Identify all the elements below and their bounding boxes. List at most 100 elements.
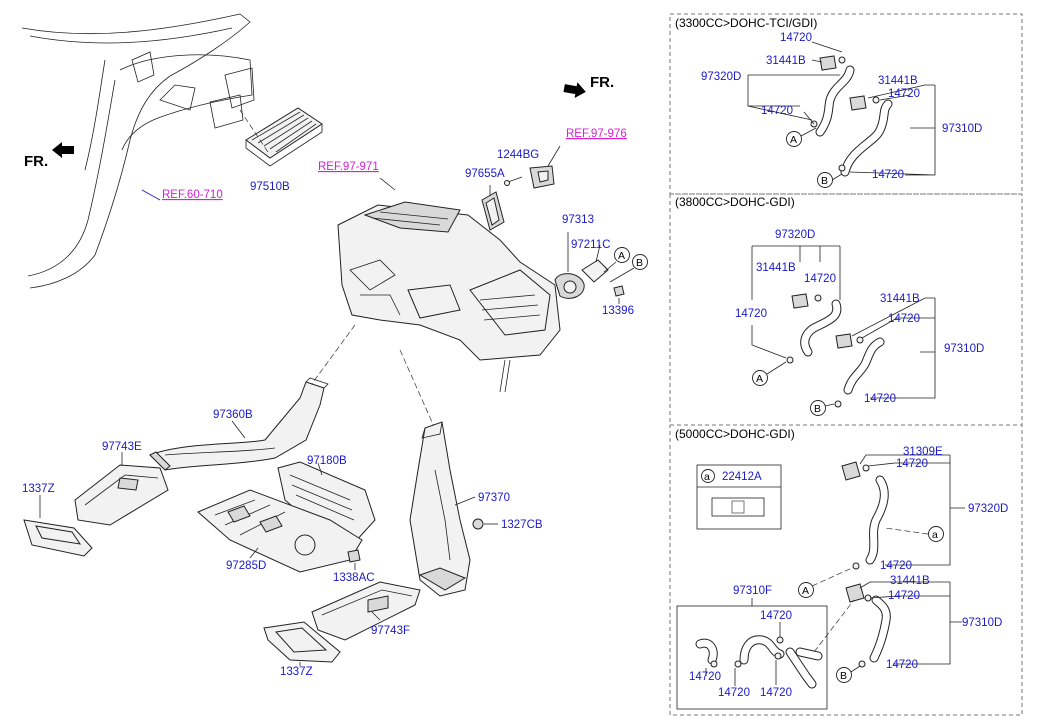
svg-text:A: A [618, 250, 625, 262]
panel1-title: (3300CC>DOHC-TCI/GDI) [675, 16, 817, 30]
label-97360b: 97360B [213, 409, 253, 421]
panel3-dash-A [811, 567, 853, 587]
actuator-97211c[interactable] [581, 259, 609, 283]
label-1337z-bottom: 1337Z [280, 666, 313, 678]
bracket[interactable] [529, 165, 555, 189]
actuator-97313[interactable] [554, 273, 585, 299]
label-1338ac: 1338AC [333, 572, 375, 584]
panel1-clip[interactable] [810, 56, 880, 172]
panel2-label-14720-a: 14720 [804, 273, 836, 285]
svg-text:A: A [790, 134, 797, 146]
panel2-hose-97310d[interactable] [843, 337, 885, 395]
panel3-title: (5000CC>DOHC-GDI) [675, 427, 795, 441]
panel1-label-31441b-b: 31441B [878, 75, 918, 87]
panel2-label-14720-l: 14720 [735, 308, 767, 320]
svg-text:a: a [932, 529, 938, 541]
panel3-clip[interactable] [852, 464, 872, 668]
svg-text:A: A [756, 373, 763, 385]
panel3-label-14720-f: 14720 [689, 671, 721, 683]
panel3-label-14720-c: 14720 [760, 610, 792, 622]
vent-grille-1337z-left[interactable] [23, 519, 93, 557]
clip-1327cb[interactable] [472, 518, 484, 530]
panel3-fitting-31441b[interactable] [845, 583, 865, 603]
panel3-subbox-clips[interactable] [710, 636, 784, 668]
leader-97285d [249, 547, 259, 559]
panel1-label-14720-bot: 14720 [872, 169, 904, 181]
panel1-hose-97310d[interactable] [840, 99, 893, 177]
leader-97743f [371, 611, 381, 621]
panel3-legend-box: a 22412A [696, 464, 782, 530]
leader-ref97971 [379, 177, 396, 191]
duct-97743e[interactable] [74, 464, 169, 526]
panel1-fitting-31441b-a[interactable] [819, 55, 837, 71]
panel3-label-97310d: 97310D [962, 617, 1002, 629]
vent-grille-1337z-bottom[interactable] [263, 621, 341, 663]
label-13396: 13396 [602, 305, 634, 317]
panel3-hose-97310f[interactable] [695, 635, 823, 689]
svg-text:B: B [814, 403, 821, 415]
front-arrow-right-icon [563, 82, 586, 99]
label-97211c: 97211C [571, 239, 610, 251]
panel2-fitting-31441b-b[interactable] [835, 333, 853, 349]
label-97743f: 97743F [371, 625, 410, 637]
panel2-hose-97320d[interactable] [800, 299, 842, 357]
panel1-leaders [803, 41, 936, 176]
gasket-97655a[interactable] [481, 191, 505, 231]
panel3-legend-code: 22412A [722, 471, 762, 483]
label-97180b: 97180B [307, 455, 347, 467]
bolt-1244bg[interactable] [504, 176, 523, 186]
label-1337z-left: 1337Z [22, 483, 55, 495]
panel1-callout-b: B [817, 172, 833, 188]
label-97313: 97313 [562, 214, 594, 226]
ref-60-710[interactable]: REF.60-710 [162, 189, 223, 201]
leader-ab-main [603, 261, 635, 283]
panel3-label-14720-g: 14720 [718, 687, 750, 699]
panel3-leaders [859, 454, 965, 665]
panel3-callout-b-leader [850, 665, 861, 673]
car-body-outline [21, 13, 255, 289]
duct-97285d[interactable] [197, 489, 363, 573]
panel1-label-14720-l: 14720 [761, 105, 793, 117]
panel3-label-14720-a: 14720 [896, 458, 928, 470]
duct-97360b[interactable] [149, 377, 329, 471]
label-97370: 97370 [478, 492, 510, 504]
panel3-hose-97310d[interactable] [869, 595, 891, 663]
panel3-fitting-31309e[interactable] [841, 461, 861, 481]
nut-1338ac[interactable] [347, 549, 361, 563]
svg-text:B: B [840, 670, 847, 682]
rear-tray-grille-97510b[interactable] [245, 107, 323, 167]
panel3-hose-97320d[interactable] [865, 475, 889, 565]
panel2-clip[interactable] [786, 294, 864, 408]
panel1-hose-97320d[interactable] [815, 65, 855, 137]
fr-label-left: FR. [24, 153, 48, 170]
label-97510b: 97510B [250, 181, 290, 193]
panel3-callout-sa: a [928, 526, 944, 542]
panel1-callout-leaders [800, 127, 843, 181]
panel1-label-14720-top: 14720 [780, 32, 812, 44]
hvac-module[interactable] [337, 201, 561, 393]
panel2-fitting-31441b-a[interactable] [791, 293, 809, 309]
leader-97180b [317, 462, 323, 476]
panel2-callout-b: B [810, 400, 826, 416]
panel2-callout-leaders [766, 361, 835, 407]
label-97655a: 97655A [465, 168, 505, 180]
panel2-callout-a: A [752, 370, 768, 386]
panel3-callout-a: A [798, 582, 814, 598]
panel1-label-31441b-a: 31441B [766, 55, 806, 67]
ref-97-971[interactable]: REF.97-971 [318, 161, 379, 173]
leader-ref97976 [547, 145, 561, 167]
panel3-label-97320d: 97320D [968, 503, 1008, 515]
panel1-bracket-97320d [747, 74, 840, 121]
panel3-label-97310f: 97310F [733, 585, 772, 597]
ref-97-976[interactable]: REF.97-976 [566, 128, 627, 140]
duct-97370[interactable] [409, 421, 471, 597]
panel2-label-97310d: 97310D [944, 343, 984, 355]
duct-97743f[interactable] [311, 581, 421, 641]
nut-13396[interactable] [613, 285, 625, 297]
label-1244bg: 1244BG [497, 149, 539, 161]
panel2-label-97320d: 97320D [775, 229, 815, 241]
panel3-label-14720-b: 14720 [880, 560, 912, 572]
panel3-label-31309e: 31309E [903, 446, 943, 458]
panel3-label-14720-h: 14720 [760, 687, 792, 699]
panel1-fitting-31441b-b[interactable] [849, 95, 867, 111]
